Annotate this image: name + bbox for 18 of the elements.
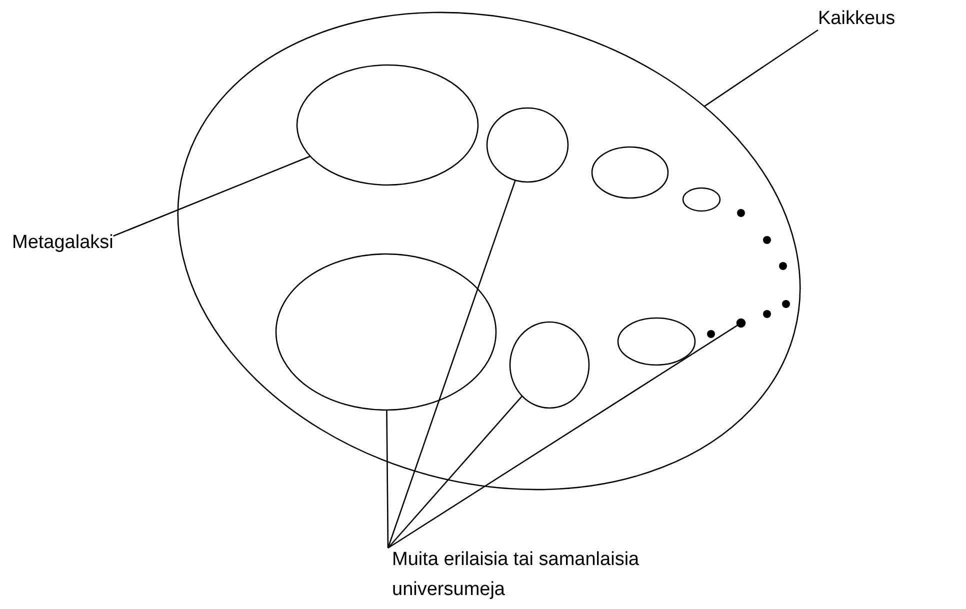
leader-line [704,29,818,107]
leader-line [388,324,738,549]
label-text: Kaikkeus [818,4,896,34]
universe-circle [510,322,589,408]
leader-line [388,396,523,548]
universe-ellipse [178,12,800,490]
leader-line [113,156,310,237]
universe-circle [618,318,695,365]
label-text: Muita erilaisia tai samanlaisia universumeja [392,545,692,605]
label-text: Metagalaksi [12,228,114,258]
universe-circle [276,254,496,410]
universe-circle [487,108,568,182]
leader-line [386,410,389,548]
dot [737,319,745,327]
universe-circle [297,65,478,185]
leader-line [387,180,516,548]
universe-circle [592,147,668,198]
universe-circle [683,188,720,211]
